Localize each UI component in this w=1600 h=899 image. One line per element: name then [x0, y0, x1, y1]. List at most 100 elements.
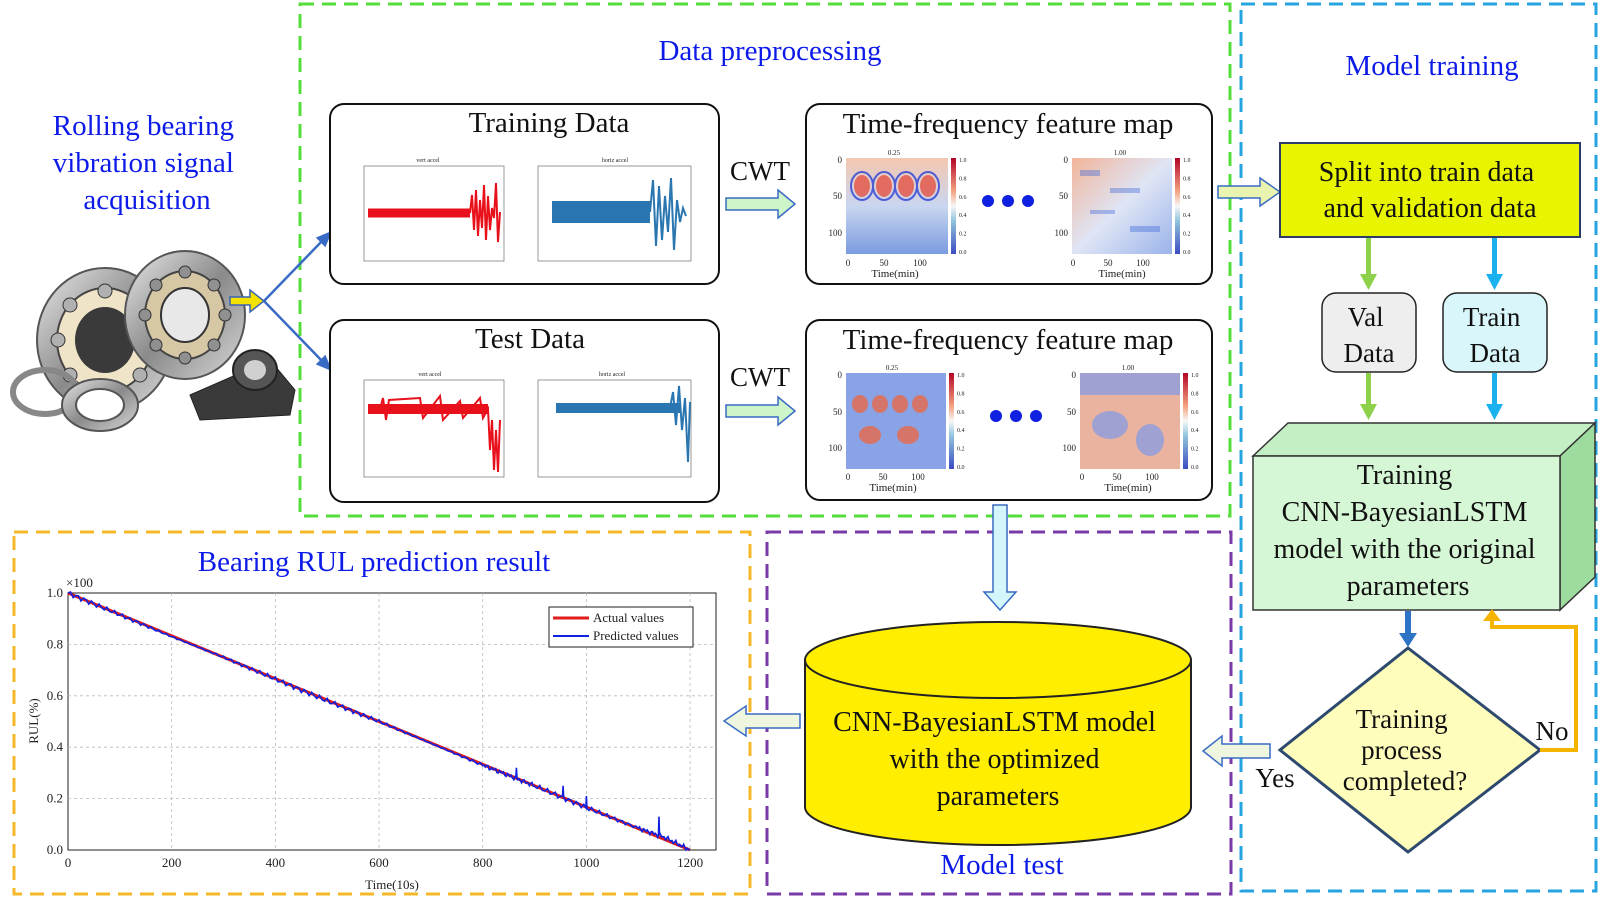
map-xtick-first-bottom-1: 50	[879, 472, 889, 482]
chart-xlabel: Time(10s)	[365, 877, 419, 892]
feature-map-last-title-bottom: 1.00	[1122, 364, 1135, 372]
cwt-label-top: CWT	[730, 156, 790, 186]
map-ytick-last-top-0: 0	[1064, 155, 1069, 165]
training-model-label-line-4: parameters	[1347, 571, 1470, 602]
cwt-arrow-bottom	[725, 395, 797, 427]
train-horiz-signal-plot	[537, 165, 692, 262]
test-to-result-arrow	[722, 704, 801, 738]
training-data-title: Training Data	[469, 107, 630, 139]
heatmap-last-bottom-pattern	[1080, 373, 1180, 456]
preprocessing-to-split-arrow	[1217, 176, 1282, 208]
test-title: Model test	[940, 849, 1063, 881]
y-tick-label: 0.2	[47, 791, 63, 806]
x-tick-label: 0	[65, 855, 72, 870]
colorbar-tick-1-3: 0.4	[1183, 213, 1191, 219]
colorbar-tick-3-0: 1.0	[1191, 373, 1199, 379]
result-section-border	[12, 530, 752, 896]
map-xtick-first-top-1: 50	[880, 258, 890, 268]
result-title: Bearing RUL prediction result	[198, 546, 550, 578]
acquisition-title: Rolling bearing vibration signal acquisi…	[53, 110, 241, 216]
colorbar-first-top	[951, 158, 956, 254]
test-horiz-signal-title: horiz accel	[599, 372, 625, 378]
map-xtick-first-bottom-2: 100	[911, 472, 925, 482]
decision-diamond	[1277, 646, 1543, 854]
map-ytick-last-bottom-2: 100	[1063, 443, 1077, 453]
map-xlabel-last-bottom: Time(min)	[1104, 482, 1152, 494]
feature-map-title-top: Time-frequency feature map	[843, 108, 1174, 140]
map-ytick-last-bottom-0: 0	[1072, 370, 1077, 380]
colorbar-tick-0-4: 0.2	[959, 232, 967, 238]
training-data-panel: Training Data vert accel horiz accel	[329, 103, 720, 285]
val-data-label-line-1: Val	[1348, 302, 1384, 332]
x-tick-label: 400	[266, 855, 286, 870]
test-data-title: Test Data	[475, 323, 585, 355]
val-data-box	[1321, 292, 1417, 373]
colorbar-tick-2-3: 0.4	[957, 428, 965, 434]
map-ytick-last-top-1: 50	[1059, 191, 1069, 201]
colorbar-tick-3-1: 0.8	[1191, 391, 1199, 397]
bearing-output-arrow	[229, 288, 266, 314]
yes-label: Yes	[1255, 763, 1294, 793]
map-xlabel-first-bottom: Time(min)	[869, 482, 917, 494]
val-data-label-line-2: Data	[1344, 338, 1395, 368]
test-data-panel: Test Data vert accel horiz accel	[329, 319, 720, 503]
y-tick-label: 0.6	[47, 688, 64, 703]
val-data-label: Val Data	[1344, 302, 1395, 368]
legend-label-predicted: Predicted values	[593, 628, 679, 643]
no-label: No	[1536, 716, 1569, 746]
train-vert-signal-plot	[363, 165, 505, 262]
map-ytick-first-top-1: 50	[833, 191, 843, 201]
colorbar-tick-3-3: 0.4	[1191, 428, 1199, 434]
y-tick-label: 0.4	[47, 739, 64, 754]
feature-map-first-title-top: 0.25	[888, 149, 901, 157]
preprocessing-title: Data preprocessing	[658, 35, 881, 67]
heatmap-last-top	[1072, 158, 1172, 254]
val-to-model-arrow	[1360, 373, 1377, 420]
map-ytick-first-top-2: 100	[829, 228, 843, 238]
colorbar-tick-3-2: 0.6	[1191, 410, 1199, 416]
test-vert-signal-title: vert accel	[418, 372, 441, 378]
series-predicted-values	[67, 590, 691, 852]
split-arrows	[263, 230, 333, 372]
train-data-box	[1442, 292, 1548, 373]
chart-series	[67, 590, 691, 852]
map-xtick-first-top-2: 100	[913, 258, 927, 268]
decision-label-line-3: completed?	[1343, 766, 1467, 796]
colorbar-tick-0-3: 0.4	[959, 213, 967, 219]
map-xtick-last-bottom-2: 100	[1145, 472, 1159, 482]
cwt-arrow-top	[725, 188, 797, 220]
optimized-model-label: CNN-BayesianLSTM model with the optimize…	[833, 707, 1163, 812]
legend-box	[548, 606, 694, 648]
colorbar-last-top	[1175, 158, 1180, 254]
heatmap-first-bottom-pattern	[852, 395, 928, 444]
map-ytick-last-bottom-1: 50	[1067, 407, 1077, 417]
heatmap-first-bottom	[846, 373, 946, 469]
map-xtick-first-bottom-0: 0	[846, 472, 851, 482]
heatmap-first-top	[846, 158, 948, 254]
x-tick-label: 800	[473, 855, 493, 870]
map-xtick-last-top-1: 50	[1104, 258, 1114, 268]
preprocessing-section-border	[298, 2, 1232, 518]
heatmap-first-top-pattern	[854, 175, 936, 197]
map-xtick-last-top-2: 100	[1136, 258, 1150, 268]
colorbar-tick-2-5: 0.0	[957, 465, 965, 471]
yes-arrow	[1201, 734, 1271, 768]
colorbar-tick-2-0: 1.0	[957, 373, 965, 379]
optimized-model-label-line-1: CNN-BayesianLSTM model	[833, 707, 1156, 738]
map-ytick-first-bottom-2: 100	[829, 443, 843, 453]
legend-label-actual: Actual values	[593, 610, 664, 625]
x-tick-label: 600	[369, 855, 389, 870]
colorbar-tick-0-2: 0.6	[959, 195, 967, 201]
chart-multiplier-label: ×100	[66, 575, 93, 590]
acquisition-title-line-2: vibration signal	[53, 147, 234, 179]
training-model-label-line-2: CNN-BayesianLSTM	[1282, 497, 1528, 528]
training-model-box	[1251, 421, 1597, 612]
map-ytick-first-bottom-1: 50	[833, 407, 843, 417]
preprocessing-to-test-arrow	[982, 504, 1018, 612]
test-vert-signal-plot	[363, 379, 505, 478]
model-to-decision-arrow	[1399, 611, 1417, 647]
